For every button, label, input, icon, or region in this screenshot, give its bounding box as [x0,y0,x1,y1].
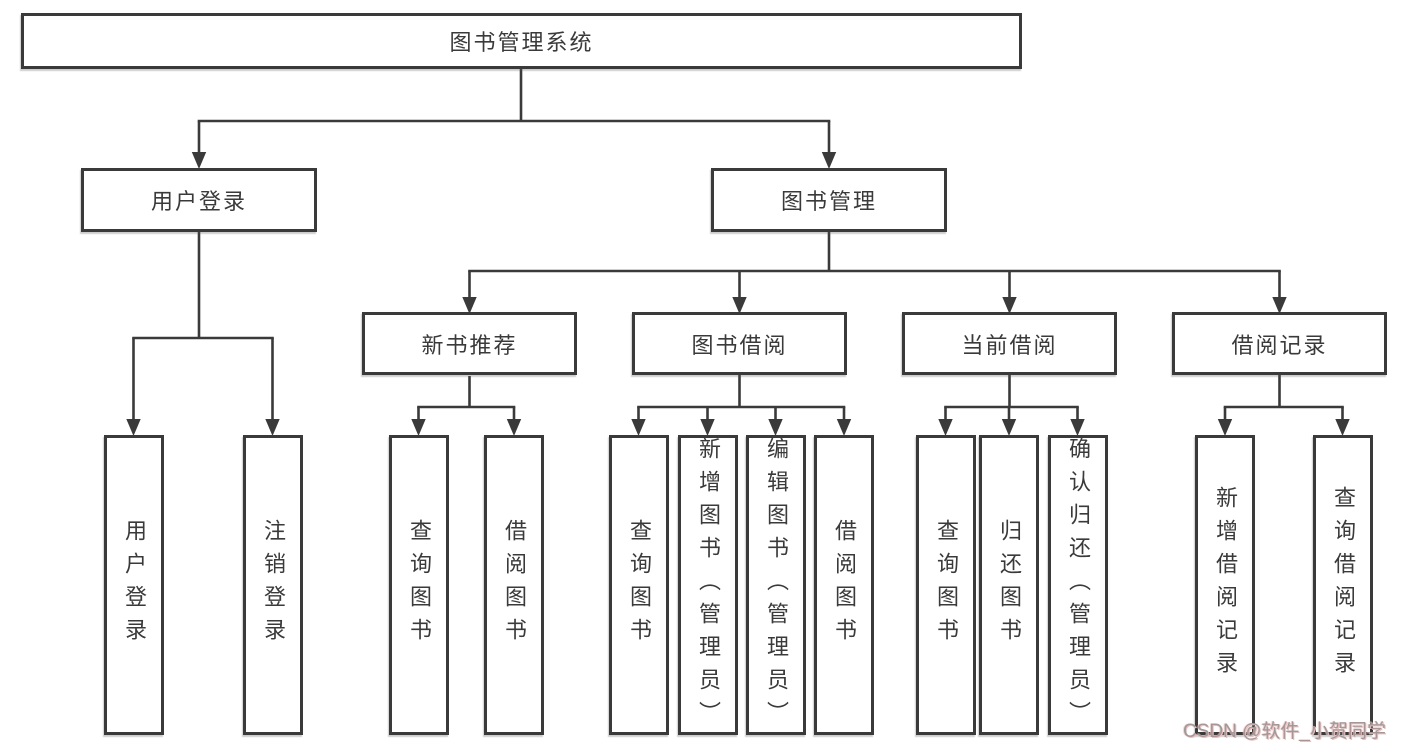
node-borrow-records: 借阅记录 [1172,312,1387,375]
leaf-label: 借阅图书 [832,519,857,651]
leaf-label: 查询图书 [934,519,959,651]
node-book-management: 图书管理 [711,168,947,232]
leaf-label: 借阅图书 [502,519,527,651]
node-new-book-recommend-label: 新书推荐 [421,332,518,358]
node-root: 图书管理系统 [21,13,1022,69]
leaf-label: 归还图书 [997,519,1022,651]
leaf-label: 新增图书（管理员） [696,436,721,734]
node-book-borrow: 图书借阅 [632,312,847,375]
leaf-add-borrow-record: 新增借阅记录 [1195,435,1255,735]
leaf-logout: 注销登录 [243,435,303,735]
node-current-borrow-label: 当前借阅 [961,332,1058,358]
node-new-book-recommend: 新书推荐 [362,312,577,375]
node-root-label: 图书管理系统 [449,30,594,55]
node-user-login: 用户登录 [81,168,317,232]
leaf-edit-books-admin: 编辑图书（管理员） [746,435,806,735]
watermark: CSDN @软件_小贺同学 [1183,721,1386,742]
node-user-login-label: 用户登录 [150,189,247,214]
leaf-label: 编辑图书（管理员） [764,436,789,734]
leaf-add-books-admin: 新增图书（管理员） [678,435,738,735]
leaf-label: 用户登录 [122,519,147,651]
leaf-label: 新增借阅记录 [1213,486,1238,684]
leaf-label: 确认归还（管理员） [1066,436,1091,734]
leaf-query-books-1: 查询图书 [389,435,449,735]
node-book-management-label: 图书管理 [780,189,877,214]
leaf-query-books-2: 查询图书 [609,435,669,735]
leaf-confirm-return-admin: 确认归还（管理员） [1048,435,1108,735]
leaf-label: 查询图书 [407,519,432,651]
leaf-label: 查询图书 [627,519,652,651]
leaf-label: 注销登录 [261,519,286,651]
node-current-borrow: 当前借阅 [902,312,1117,375]
leaf-return-books: 归还图书 [979,435,1039,735]
leaf-borrow-books-2: 借阅图书 [814,435,874,735]
leaf-query-books-3: 查询图书 [916,435,976,735]
leaf-user-login: 用户登录 [104,435,164,735]
leaf-borrow-books-1: 借阅图书 [484,435,544,735]
node-book-borrow-label: 图书借阅 [691,332,788,358]
node-borrow-records-label: 借阅记录 [1231,332,1328,358]
leaf-query-borrow-record: 查询借阅记录 [1313,435,1373,735]
leaf-label: 查询借阅记录 [1331,486,1356,684]
